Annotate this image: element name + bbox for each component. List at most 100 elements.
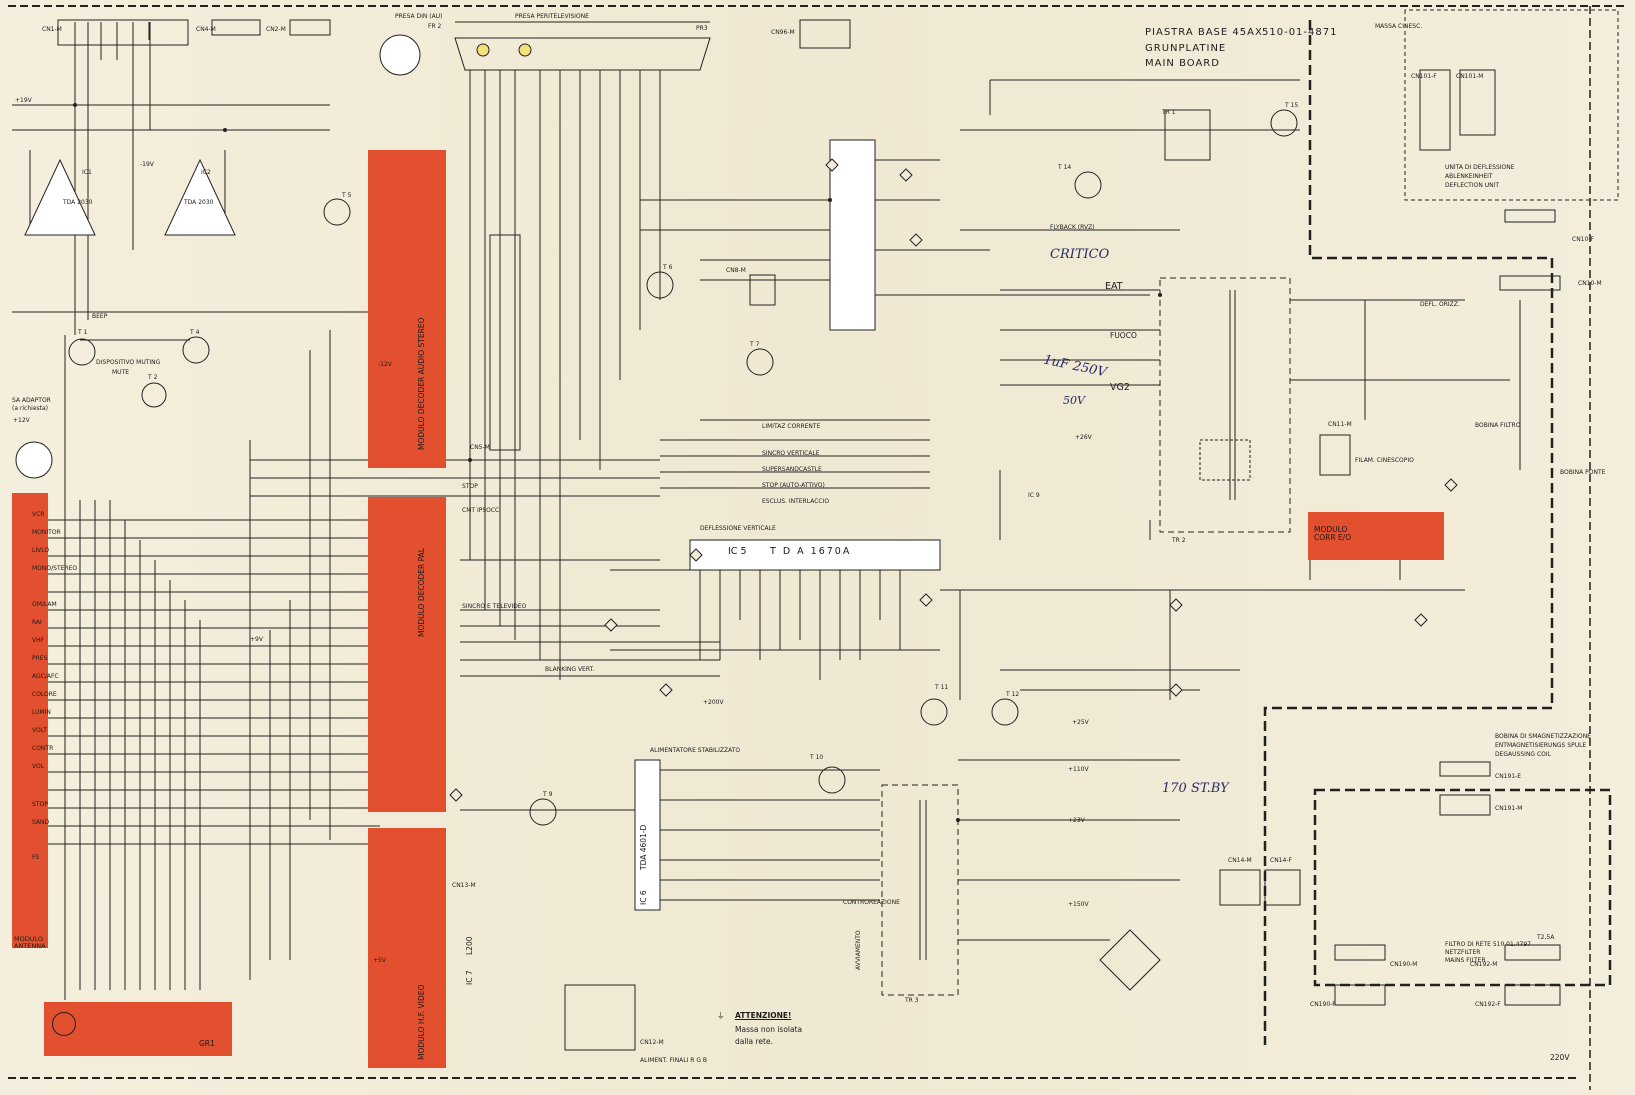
signal-sand: SAND (32, 819, 50, 826)
handwritten-critico: CRITICO (1050, 247, 1110, 262)
signal-lumin: LUMIN (32, 709, 51, 716)
signal-mute: MUTE (112, 369, 130, 376)
transformer-tr3: TR 3 (905, 997, 919, 1004)
signal-vcr: VCR (32, 511, 45, 518)
transistor-t12: T 12 (1006, 691, 1020, 698)
signal-contr: CONTR (32, 745, 54, 752)
ic5-part: T D A 1670A (770, 546, 852, 557)
signal-fs: FS (32, 854, 40, 861)
signal-om-lam: OM/LAM (32, 601, 57, 608)
signal-deflessione-verticale: DEFLESSIONE VERTICALE (700, 525, 776, 532)
transformer-tr2: TR 2 (1172, 537, 1186, 544)
presa-peritelevisione-label: PRESA PERITELEVISIONE (515, 13, 589, 20)
connector-cn8-m: CN8-M (726, 267, 746, 274)
handwritten-50v: 50V (1063, 394, 1085, 407)
ic9-label: IC 9 (1028, 492, 1040, 499)
degauss-label-en: DEGAUSSING COIL (1495, 751, 1552, 758)
presa-din-label: PRESA DIN (AU) (395, 13, 443, 20)
sa-adaptor-label: SA ADAPTOR (12, 397, 51, 404)
transistor-t4: T 4 (190, 329, 200, 336)
mains-filter-it: FILTRO DI RETE 510.01.4797 (1445, 941, 1531, 948)
transistor-t6: T 6 (663, 264, 673, 271)
module-audio-label: MODULO DECODER AUDIO STEREO (417, 317, 426, 450)
connector-cn190-f: CN190-F (1310, 1001, 1336, 1008)
signal-vg2: VG2 (1110, 382, 1130, 393)
signal-alimentatore: ALIMENTATORE STABILIZZATO (650, 747, 741, 754)
connector-cn191-m: CN191-M (1495, 805, 1523, 812)
connector-cn4-m: CN4-M (196, 26, 216, 33)
module-audio-stereo-decoder: MODULO DECODER AUDIO STEREO (368, 150, 446, 468)
connector-cn5-m: CN5-M (470, 444, 490, 451)
voltage-plus25: +25V (1072, 719, 1089, 726)
connector-cn101-f: CN101-F (1411, 73, 1437, 80)
signal-flyback: FLYBACK (RVZ) (1050, 224, 1095, 231)
connector-cn11-m: CN11-M (1328, 421, 1352, 428)
signal-eat: EAT (1105, 281, 1123, 292)
connector-cn1-m: CN1-M (42, 26, 62, 33)
sa-adaptor-sub: (a richiesta) (12, 405, 49, 412)
connector-cn192-f: CN192-F (1475, 1001, 1501, 1008)
module-gr1: GR1 (44, 1002, 232, 1056)
voltage-plus5: +5V (373, 957, 386, 964)
warning-head: ATTENZIONE! (735, 1011, 792, 1020)
signal-esclus-interlaccio: ESCLUS. INTERLACCIO (762, 498, 830, 505)
signal-cmt-ipsocc: CMT IPSOCC (462, 507, 500, 514)
connector-cn10-m: CN10-M (1578, 280, 1602, 287)
presa-din-sub: FR 2 (428, 23, 442, 30)
connector-pr3: PR3 (696, 25, 708, 32)
module-antenna: MODULO ANTENNA (12, 493, 48, 949)
ic2-part: TDA 2030 (184, 199, 214, 206)
ic1-label: IC1 (82, 169, 92, 176)
fuse-rating: T2,5A (1537, 934, 1555, 941)
signal-monitor: MONITOR (32, 529, 61, 536)
mains-filter-de: NETZFILTER (1445, 949, 1481, 956)
signal-vol: VOL (32, 763, 45, 770)
mains-filter-en: MAINS FILTER (1445, 957, 1486, 964)
connector-cn190-m: CN190-M (1390, 961, 1418, 968)
module-corr-eo: MODULO CORR E/O (1308, 512, 1444, 560)
signal-sincro-televideo: SINCRO E TELEVIDEO (462, 603, 527, 610)
voltage-plus150: +150V (1068, 901, 1089, 908)
mains-voltage: 220V (1550, 1053, 1570, 1062)
connector-cn96-m: CN96-M (771, 29, 795, 36)
voltage-plus26: +26V (1075, 434, 1092, 441)
transistor-t14: T 14 (1058, 164, 1072, 171)
signal-volt: VOLT (32, 727, 47, 734)
signal-defl-orizz: DEFL. ORIZZ. (1420, 301, 1460, 308)
signal-bobina-ponte: BOBINA PONTE (1560, 469, 1606, 476)
signal-stop-left: STOP (32, 801, 48, 808)
transistor-t5: T 5 (342, 192, 352, 199)
transistor-t10: T 10 (810, 754, 824, 761)
title-line3: MAIN BOARD (1145, 58, 1220, 69)
voltage-plus200: +200V (703, 699, 724, 706)
transistor-t15: T 15 (1285, 102, 1299, 109)
degauss-label-it: BOBINA DI SMAGNETIZZAZIONE (1495, 733, 1591, 740)
ic7-label: IC 7 (465, 970, 474, 985)
deflection-unit-de: ABLENKEINHEIT (1445, 173, 1493, 180)
connector-cn14-m: CN14-M (1228, 857, 1252, 864)
signal-filam-cinescopio: FILAM. CINESCOPIO (1355, 457, 1414, 464)
voltage-minus12: -12V (378, 361, 392, 368)
signal-colore: COLORE (32, 691, 57, 698)
transistor-t9: T 9 (543, 791, 553, 798)
module-hf-label: MODULO H.F. VIDEO (417, 984, 426, 1060)
signal-stop-mid: STOP (462, 483, 478, 490)
voltage-plus19: +19V (15, 97, 32, 104)
voltage-plus12: +12V (13, 417, 30, 424)
connector-cn10-f: CN10-F (1572, 236, 1594, 243)
signal-controreazione: CONTROREAZIONE (843, 899, 900, 906)
module-hf-video: MODULO H.F. VIDEO (368, 828, 446, 1068)
connector-cn191-e: CN191-E (1495, 773, 1522, 780)
connector-cn192-m: CN192-M (1470, 961, 1498, 968)
module-ew-label: MODULO CORR E/O (1314, 525, 1352, 542)
voltage-plus23: +23V (1068, 817, 1085, 824)
transformer-tr1: TR 1 (1162, 109, 1176, 116)
transistor-t11: T 11 (935, 684, 949, 691)
voltage-plus9: +9V (250, 636, 263, 643)
signal-pres: PRES (32, 655, 48, 662)
signal-stop-auto: STOP (AUTO-ATTIVO) (762, 482, 825, 489)
antenna-socket-icon (52, 1012, 76, 1036)
signal-avviamento: AVVIAMENTO (855, 930, 862, 970)
